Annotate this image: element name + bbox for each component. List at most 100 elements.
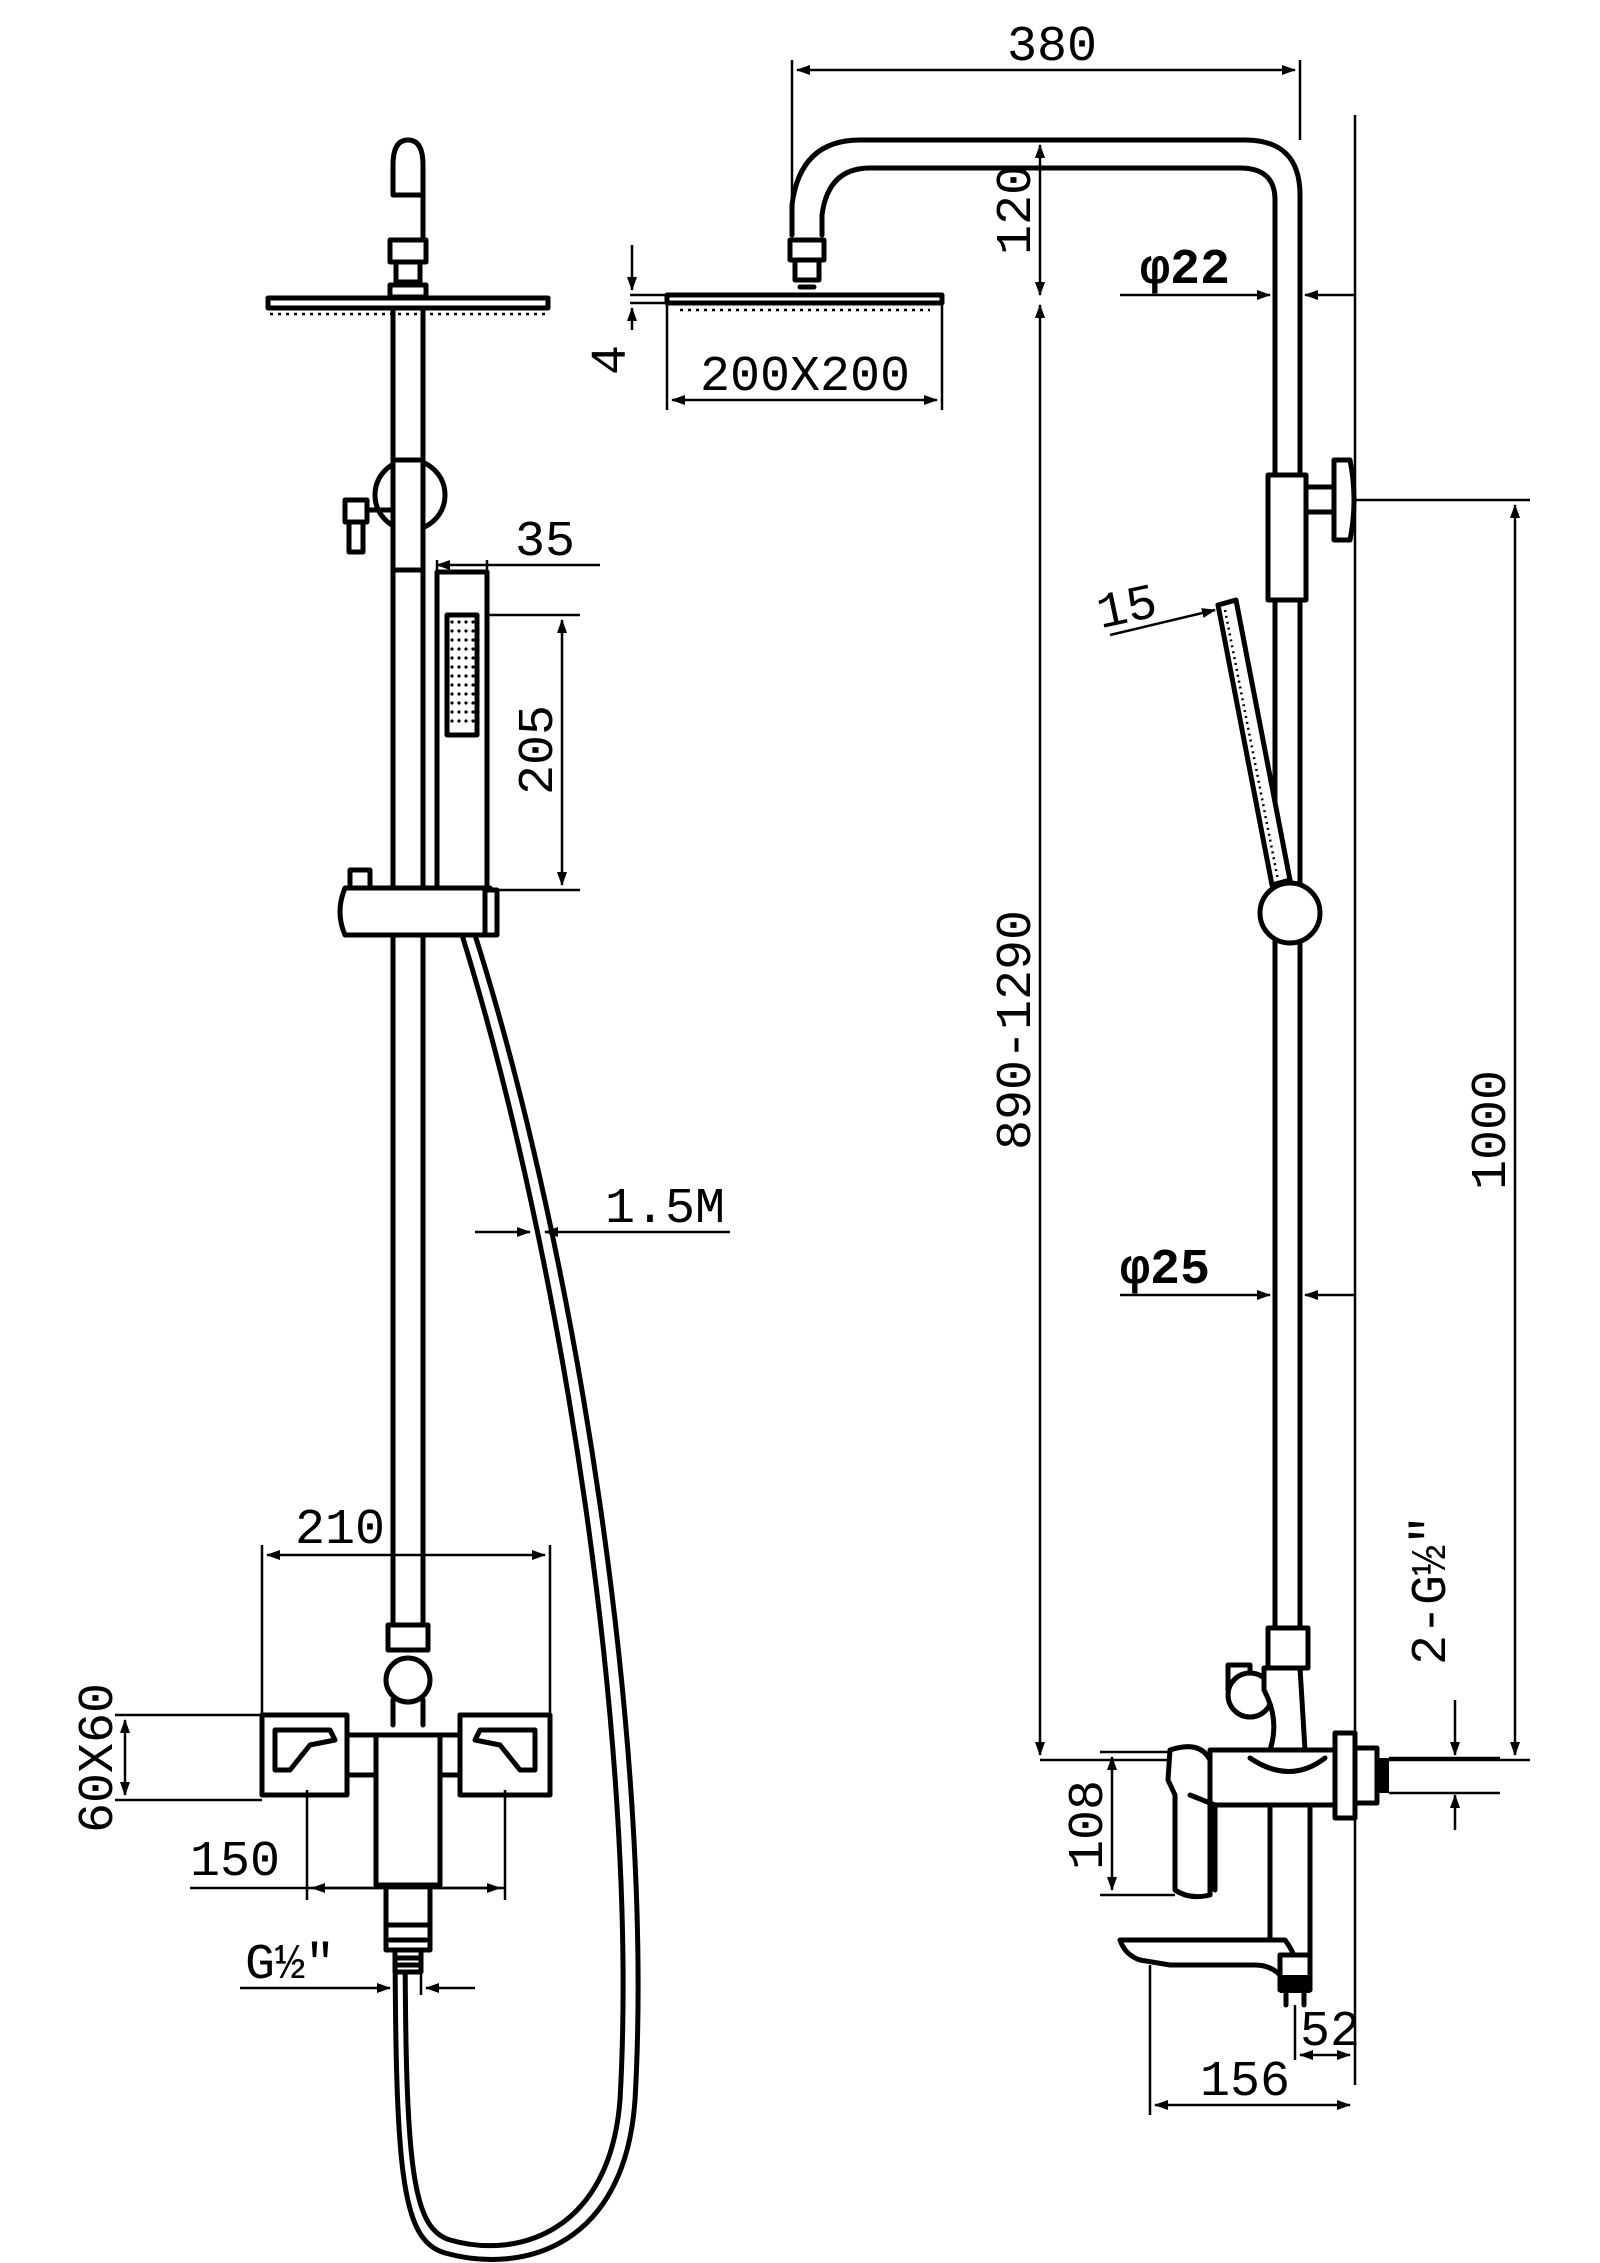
- nozzle-dot: [450, 665, 454, 669]
- nozzle-dot: [464, 620, 468, 624]
- dim-120: 120: [989, 144, 1046, 296]
- nozzle-dot: [457, 665, 461, 669]
- nozzle-dot: [464, 647, 468, 651]
- nozzle-dot: [450, 647, 454, 651]
- nozzle-dot: [450, 683, 454, 687]
- nozzle-dot: [464, 674, 468, 678]
- nozzle-dot: [457, 638, 461, 642]
- nozzle-dot: [457, 683, 461, 687]
- nozzle-dot: [450, 620, 454, 624]
- nozzle-dot: [457, 701, 461, 705]
- dim-380-label: 380: [1007, 19, 1097, 76]
- dim-60x60: 60X60: [71, 1683, 262, 1833]
- side-overhead-arm: [664, 137, 1303, 478]
- dim-35-label: 35: [515, 514, 575, 571]
- side-hand-shower: [1215, 597, 1323, 963]
- nozzle-dot: [457, 629, 461, 633]
- dim-15: 15: [1092, 576, 1216, 644]
- dim-1000-label: 1000: [1464, 1070, 1521, 1190]
- nozzle-dot: [450, 674, 454, 678]
- nozzle-dot: [450, 719, 454, 723]
- dim-inlet-threads: 2-G½″: [1389, 1515, 1500, 1830]
- side-rain-head: [664, 292, 945, 306]
- dim-hose-length: 1.5M: [475, 1181, 730, 1238]
- dim-205: 205: [487, 613, 580, 892]
- front-shower-hose: [402, 932, 626, 2249]
- nozzle-dot: [471, 683, 475, 687]
- dim-4-label: 4: [584, 345, 641, 375]
- nozzle-dot: [464, 701, 468, 705]
- nozzle-dot: [457, 647, 461, 651]
- nozzle-dot: [471, 638, 475, 642]
- nozzle-dot: [450, 692, 454, 696]
- nozzle-dot: [450, 710, 454, 714]
- side-riser: [1265, 457, 1357, 1643]
- dim-hose-length-label: 1.5M: [605, 1181, 725, 1238]
- dim-60x60-label: 60X60: [71, 1683, 128, 1833]
- dim-outlet-thread: G½″: [240, 1937, 475, 1995]
- dim-15-label: 15: [1092, 576, 1163, 644]
- dim-phi25: φ25: [1120, 1242, 1355, 1300]
- nozzle-dot: [457, 656, 461, 660]
- dim-108: 108: [1061, 1750, 1175, 1897]
- nozzle-dot: [450, 701, 454, 705]
- nozzle-dot: [471, 710, 475, 714]
- nozzle-dot: [464, 710, 468, 714]
- nozzle-dot: [464, 665, 468, 669]
- dim-210: 210: [260, 1502, 552, 1715]
- dim-156-label: 156: [1200, 2054, 1290, 2111]
- nozzle-dot: [464, 656, 468, 660]
- dim-156: 156: [1148, 1965, 1351, 2115]
- dim-phi22-label: φ22: [1140, 242, 1230, 299]
- nozzle-dot: [471, 620, 475, 624]
- dim-inlet-threads-label: 2-G½″: [1404, 1515, 1461, 1665]
- dim-4: 4: [584, 245, 667, 375]
- front-rain-head: [265, 295, 551, 311]
- side-diverter: [1225, 1625, 1311, 1753]
- nozzle-dot: [450, 629, 454, 633]
- dim-210-label: 210: [295, 1502, 385, 1559]
- nozzle-dot: [457, 674, 461, 678]
- hand-shower-nozzles: [450, 620, 475, 723]
- nozzle-dot: [450, 638, 454, 642]
- dim-150: 150: [190, 1790, 507, 1900]
- front-diverter: [383, 1622, 433, 1728]
- nozzle-dot: [464, 638, 468, 642]
- dim-52-label: 52: [1300, 2004, 1360, 2061]
- nozzle-dot: [464, 629, 468, 633]
- dim-380: 380: [790, 19, 1302, 235]
- nozzle-dot: [457, 692, 461, 696]
- dim-52: 52: [1293, 2004, 1360, 2061]
- front-overhead-shower: [265, 137, 551, 316]
- nozzle-dot: [471, 692, 475, 696]
- nozzle-dot: [464, 683, 468, 687]
- side-mixer: [1117, 1730, 1389, 2008]
- dim-phi25-label: φ25: [1120, 1242, 1210, 1299]
- nozzle-dot: [457, 710, 461, 714]
- dim-35: 35: [435, 514, 600, 572]
- nozzle-dot: [471, 656, 475, 660]
- front-view: 35 205 1.5M 210 60X60: [71, 137, 730, 2262]
- nozzle-dot: [471, 629, 475, 633]
- dim-1000: 1000: [1353, 115, 1530, 2085]
- front-upper-bracket: [342, 457, 448, 573]
- dim-120-label: 120: [989, 165, 1046, 255]
- nozzle-dot: [450, 656, 454, 660]
- nozzle-dot: [471, 674, 475, 678]
- nozzle-dot: [457, 719, 461, 723]
- nozzle-dot: [464, 692, 468, 696]
- dim-205-label: 205: [511, 705, 568, 795]
- front-mixer: [259, 1712, 553, 1975]
- nozzle-dot: [471, 665, 475, 669]
- nozzle-dot: [471, 701, 475, 705]
- dim-890-1290: 890-1290: [989, 304, 1170, 1762]
- dim-200x200: 200X200: [665, 303, 944, 410]
- nozzle-dot: [457, 620, 461, 624]
- nozzle-dot: [471, 647, 475, 651]
- dim-200x200-label: 200X200: [700, 349, 910, 406]
- nozzle-dot: [464, 719, 468, 723]
- dim-108-label: 108: [1061, 1780, 1118, 1870]
- nozzle-dot: [471, 719, 475, 723]
- dim-150-label: 150: [190, 1834, 280, 1891]
